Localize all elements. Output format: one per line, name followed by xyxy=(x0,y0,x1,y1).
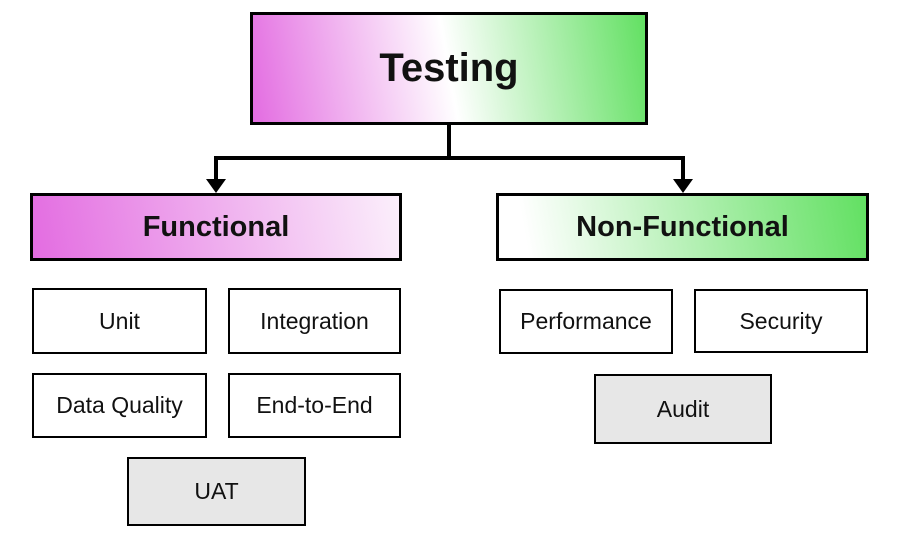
node-functional: Functional xyxy=(30,193,402,261)
node-unit: Unit xyxy=(32,288,207,354)
connector-horizontal-line xyxy=(214,156,685,160)
node-uat-label: UAT xyxy=(194,478,239,504)
node-integration-label: Integration xyxy=(260,307,369,334)
node-security-label: Security xyxy=(739,307,823,334)
connector-left-stem xyxy=(214,156,218,180)
node-end-to-end-label: End-to-End xyxy=(256,392,373,418)
node-audit-label: Audit xyxy=(656,395,710,422)
node-data-quality-label: Data Quality xyxy=(56,392,183,418)
node-testing-label: Testing xyxy=(379,46,519,90)
connector-right-stem xyxy=(681,156,685,180)
node-testing: Testing xyxy=(250,12,648,125)
node-performance: Performance xyxy=(499,289,673,354)
connector-root-stem xyxy=(447,123,451,158)
node-audit: Audit xyxy=(594,374,772,444)
node-data-quality: Data Quality xyxy=(32,373,207,438)
node-security: Security xyxy=(694,289,868,353)
arrow-down-icon-left xyxy=(206,179,226,193)
node-end-to-end: End-to-End xyxy=(228,373,401,438)
node-non-functional-label: Non-Functional xyxy=(576,210,789,243)
node-functional-label: Functional xyxy=(142,210,290,243)
node-non-functional: Non-Functional xyxy=(496,193,869,261)
node-uat: UAT xyxy=(127,457,306,526)
arrow-down-icon-right xyxy=(673,179,693,193)
node-performance-label: Performance xyxy=(520,308,652,334)
node-unit-label: Unit xyxy=(99,307,140,334)
node-integration: Integration xyxy=(228,288,401,354)
